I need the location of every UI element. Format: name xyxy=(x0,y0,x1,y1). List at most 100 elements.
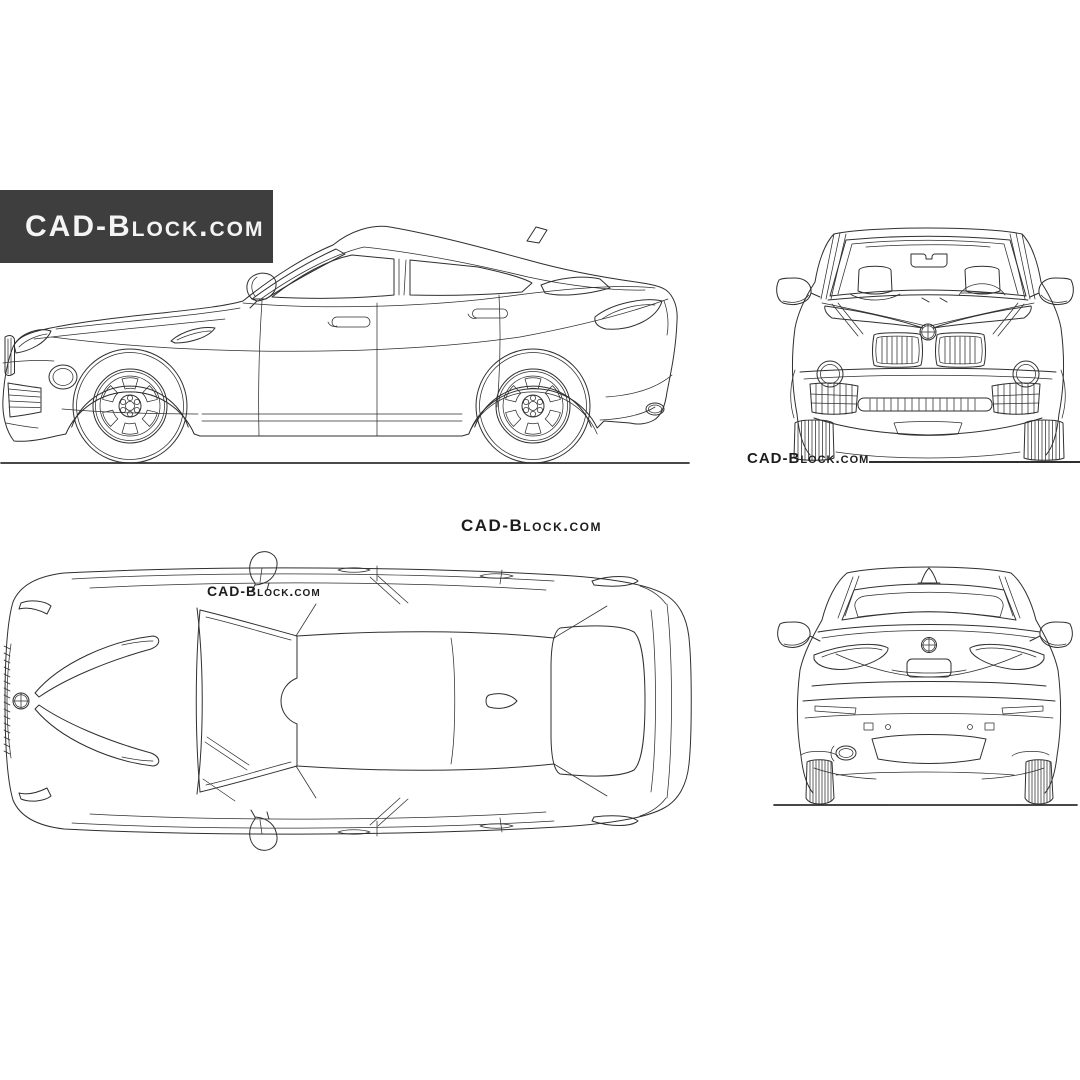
side-front-wheel xyxy=(72,348,188,464)
side-body-outline xyxy=(2,225,678,442)
door-handles-top xyxy=(337,567,514,835)
side-mirror xyxy=(246,272,277,309)
c-pillars-top xyxy=(295,603,608,799)
side-front-arch xyxy=(71,385,189,428)
b-pillar xyxy=(398,258,407,296)
headrest-right xyxy=(964,265,1001,295)
reflector-right xyxy=(1001,705,1044,715)
front-tire-left xyxy=(793,419,835,461)
beltline xyxy=(242,286,656,308)
rear-antenna-fin xyxy=(917,567,941,584)
door-mirror-left xyxy=(776,277,821,306)
banner-label: CAD-Block.com xyxy=(25,209,265,243)
pillar-diagonals xyxy=(369,575,409,827)
roof-inner-line xyxy=(257,246,646,302)
taillight-side xyxy=(594,299,663,330)
front-bumper-lip xyxy=(6,643,12,759)
kidney-grille-left xyxy=(872,332,923,368)
diffuser xyxy=(871,734,987,764)
front-door-window xyxy=(271,254,395,299)
headlight-bottom-left xyxy=(18,787,52,802)
rear-tire-right xyxy=(1024,759,1054,805)
taillight-rear-left xyxy=(813,643,889,670)
rear-mirror-left xyxy=(777,621,821,648)
side-view-drawing xyxy=(0,225,690,464)
rocker-trim xyxy=(61,408,463,422)
reflector-left xyxy=(814,705,857,715)
fog-light xyxy=(48,364,78,390)
bmw-roundel-rear xyxy=(921,637,937,653)
windshield xyxy=(829,235,1027,297)
mirror-top-lower xyxy=(249,809,278,851)
roof-antenna-fin xyxy=(526,226,548,244)
rear-body-side-left xyxy=(796,572,848,794)
side-rear-wheel xyxy=(475,348,591,464)
roof-seam xyxy=(450,637,456,765)
a-pillar-left xyxy=(820,232,847,300)
front-view-drawing xyxy=(776,227,1074,461)
bmw-roundel-front xyxy=(919,323,937,341)
kidney-grille-right xyxy=(935,332,986,368)
roof-edge-upper xyxy=(296,631,555,639)
steering-wheel xyxy=(958,283,1006,296)
taillight-top-upper xyxy=(591,576,639,587)
headlight xyxy=(13,329,52,354)
exhaust-tip-rear xyxy=(835,745,857,761)
tailgate-bottom xyxy=(811,681,1047,687)
fender-arc-right xyxy=(1060,369,1066,419)
front-door-handle xyxy=(327,316,371,328)
rear-pillars xyxy=(837,575,1021,619)
lower-grille xyxy=(7,382,42,418)
hood-swoosh-upper xyxy=(34,635,160,698)
license-plate xyxy=(906,658,952,678)
windshield-top xyxy=(195,609,298,793)
rearview-mirror xyxy=(910,253,948,268)
cowl-arc xyxy=(196,607,203,795)
front-grille-hatch xyxy=(3,645,11,755)
rear-tire-left xyxy=(805,759,835,805)
rear-window xyxy=(841,583,1017,621)
hood-crease xyxy=(821,302,1035,327)
watermark-front-view: CAD-Block.com xyxy=(747,450,870,467)
bumper-line xyxy=(799,367,1057,373)
skid-plate xyxy=(893,421,963,436)
rear-glass-top xyxy=(550,625,646,777)
bmw-roundel-top xyxy=(12,692,30,710)
top-body-outline xyxy=(4,567,692,835)
front-roof xyxy=(833,227,1023,235)
headrest-left xyxy=(857,265,893,295)
shoulder-lines xyxy=(71,573,555,829)
park-sensor-left xyxy=(885,724,891,730)
intake-left xyxy=(809,382,859,415)
front-door-seam xyxy=(258,300,263,437)
top-view-drawing xyxy=(3,551,692,851)
park-sensor-right xyxy=(967,724,973,730)
fender-vent xyxy=(170,327,216,344)
fender-arc-left xyxy=(790,369,796,419)
a-pillar-right xyxy=(1009,232,1036,300)
rear-deck-arcs xyxy=(650,603,672,799)
rear-door-seam xyxy=(496,294,501,408)
rear-view-drawing xyxy=(773,566,1078,806)
cowl-line xyxy=(827,294,1029,303)
rear-mirror-right xyxy=(1029,621,1073,648)
front-tire-right xyxy=(1023,419,1065,461)
door-mirror-right xyxy=(1029,277,1074,306)
taillight-rear-right xyxy=(969,643,1045,670)
intake-right xyxy=(991,382,1041,415)
bumper-top xyxy=(802,696,1056,702)
watermark-top-view: CAD-Block.com xyxy=(207,583,321,599)
center-intake xyxy=(857,397,993,412)
shoulder-crease xyxy=(51,298,669,352)
wipers-top xyxy=(202,736,250,802)
fog-light-left xyxy=(816,360,844,388)
quarter-window xyxy=(540,276,611,296)
watermark-center: CAD-Block.com xyxy=(461,516,602,535)
rear-body-side-right xyxy=(1010,572,1062,794)
shark-fin-antenna xyxy=(485,693,518,709)
rear-roof xyxy=(846,566,1012,574)
kidney-grille-side xyxy=(4,335,15,376)
hood-swoosh-lower xyxy=(34,704,160,767)
exhaust-tip-side xyxy=(645,402,665,416)
rear-shoulder xyxy=(817,624,1041,633)
